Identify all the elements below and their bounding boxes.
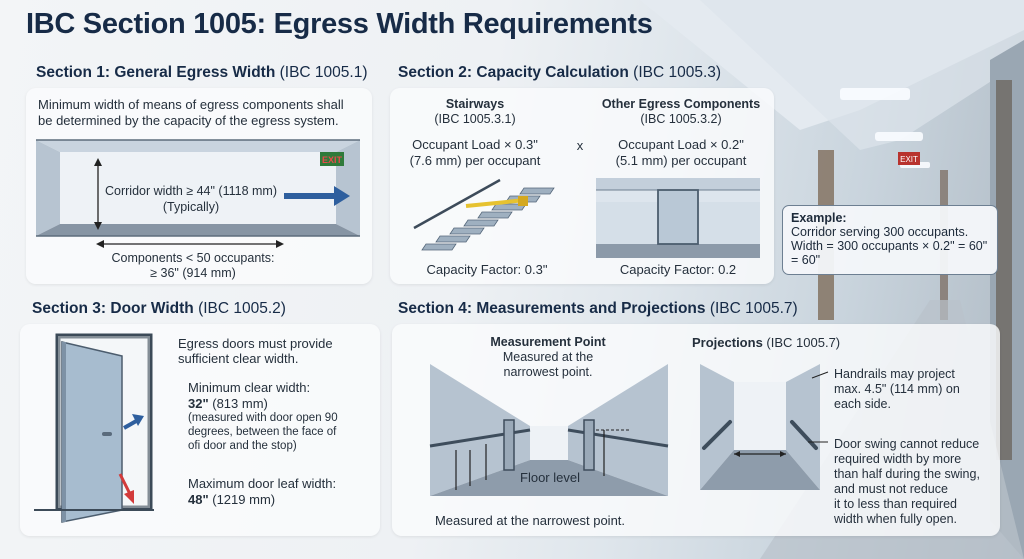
measurement-point-line2: narrowest point. [503, 365, 593, 379]
page-title: IBC Section 1005: Egress Width Requireme… [26, 8, 653, 40]
section2-heading: Section 2: Capacity Calculation (IBC 100… [398, 64, 721, 82]
stairways-ref: (IBC 1005.3.1) [434, 112, 516, 126]
other-components-title: Other Egress Components [601, 97, 761, 111]
door-diagram [34, 333, 154, 523]
section2-heading-text: Section 2: Capacity Calculation [398, 64, 629, 81]
multiply-sign: x [576, 138, 584, 153]
stairways-title: Stairways [445, 97, 505, 111]
door-intro-line2: sufficient clear width. [178, 351, 299, 366]
other-components-formula: Occupant Load × 0.2" [618, 137, 744, 152]
measurement-point-line1: Measured at the [502, 350, 594, 364]
corridor-width-label: Corridor width ≥ 44" (1118 mm) [105, 184, 277, 198]
door-handle-icon [102, 432, 112, 436]
min-clear-width-mm: (813 mm) [212, 396, 268, 411]
max-width-arrow [118, 473, 132, 495]
corridor-door-icon [596, 178, 760, 258]
max-leaf-width-label: Maximum door leaf width: [188, 476, 337, 491]
section3-ref: (IBC 1005.2) [198, 300, 286, 317]
example-line2: Width = 300 occupants × 0.2" = 60" [791, 239, 988, 253]
stair-capacity-factor: Capacity Factor: 0.3" [426, 262, 548, 277]
projections-ref: (IBC 1005.7) [766, 335, 841, 350]
max-leaf-width-mm: (1219 mm) [212, 492, 276, 507]
min-clear-width-label: Minimum clear width: [188, 380, 311, 395]
measurement-point-title: Measurement Point [490, 335, 606, 349]
measurement-corridor-diagram [429, 364, 669, 496]
exit-sign-text: EXIT [322, 155, 343, 165]
components-label: Components < 50 occupants: [111, 251, 275, 265]
stairways-per-occupant: (7.6 mm) per occupant [409, 153, 541, 168]
section4-heading-text: Section 4: Measurements and Projections [398, 300, 706, 317]
section4-heading: Section 4: Measurements and Projections … [398, 300, 798, 318]
door-swing-line1: Door swing cannot reduce [834, 437, 980, 451]
example-box: Example: Corridor serving 300 occupants.… [782, 205, 998, 275]
section1-heading: Section 1: General Egress Width (IBC 100… [36, 64, 368, 82]
projections-diagram [700, 364, 829, 490]
floor-level-label: Floor level [520, 470, 580, 485]
door-intro-line1: Egress doors must provide [178, 336, 333, 351]
projections-title: Projections [692, 335, 763, 350]
min-clear-width-note2: degrees, between the face of [188, 426, 337, 438]
measurement-caption: Measured at the narrowest point. [434, 513, 626, 528]
stairways-formula: Occupant Load × 0.3" [412, 137, 538, 152]
projections-title-row: Projections (IBC 1005.7) [692, 335, 840, 350]
min-clear-width-note1: (measured with door open 90 [188, 412, 338, 424]
door-leaf [61, 341, 123, 523]
section1-ref: (IBC 1005.1) [279, 64, 368, 81]
other-components-per-occupant: (5.1 mm) per occupant [615, 153, 747, 168]
exit-sign-icon [320, 152, 344, 166]
section3-heading-text: Section 3: Door Width [32, 300, 194, 317]
section1-heading-text: Section 1: General Egress Width [36, 64, 276, 81]
handrail-line1: Handrails may project [834, 367, 955, 381]
handrail-line3: each side. [834, 397, 891, 411]
section3-heading: Section 3: Door Width (IBC 1005.2) [32, 300, 286, 318]
example-line1: Corridor serving 300 occupants. [791, 225, 969, 239]
section1-intro-line2: be determined by the capacity of the egr… [38, 113, 339, 128]
min-clear-width-note3: ofi door and the stop) [188, 440, 297, 452]
door-swing-line3: than half during the swing, [834, 467, 980, 481]
door-swing-line2: required width by more [834, 452, 962, 466]
other-components-ref: (IBC 1005.3.2) [640, 112, 722, 126]
min-clear-width-inches: 32" [188, 396, 209, 411]
max-leaf-width-value: 48" (1219 mm) [188, 492, 275, 507]
door-swing-line6: width when fully open. [834, 512, 957, 526]
background-exit-sign: EXIT [900, 155, 918, 164]
handrail-line2: max. 4.5" (114 mm) on [834, 382, 960, 396]
example-line3: = 60" [791, 253, 821, 267]
corridor-width-note: (Typically) [162, 200, 220, 214]
example-label: Example: [791, 211, 847, 225]
stairway-icon [413, 178, 555, 251]
other-capacity-factor: Capacity Factor: 0.2 [619, 262, 737, 277]
corridor-diagram: EXIT [36, 139, 360, 248]
door-swing-line4: and must not reduce [834, 482, 948, 496]
door-swing-arrow [123, 418, 139, 430]
section4-ref: (IBC 1005.7) [709, 300, 798, 317]
components-value: ≥ 36" (914 mm) [150, 266, 236, 280]
min-clear-width-value: 32" (813 mm) [188, 396, 268, 411]
section2-ref: (IBC 1005.3) [633, 64, 722, 81]
section1-intro-line1: Minimum width of means of egress compone… [38, 97, 344, 112]
door-swing-line5: it to less than required [834, 497, 957, 511]
tape-measure [465, 198, 527, 208]
max-leaf-width-inches: 48" [188, 492, 209, 507]
